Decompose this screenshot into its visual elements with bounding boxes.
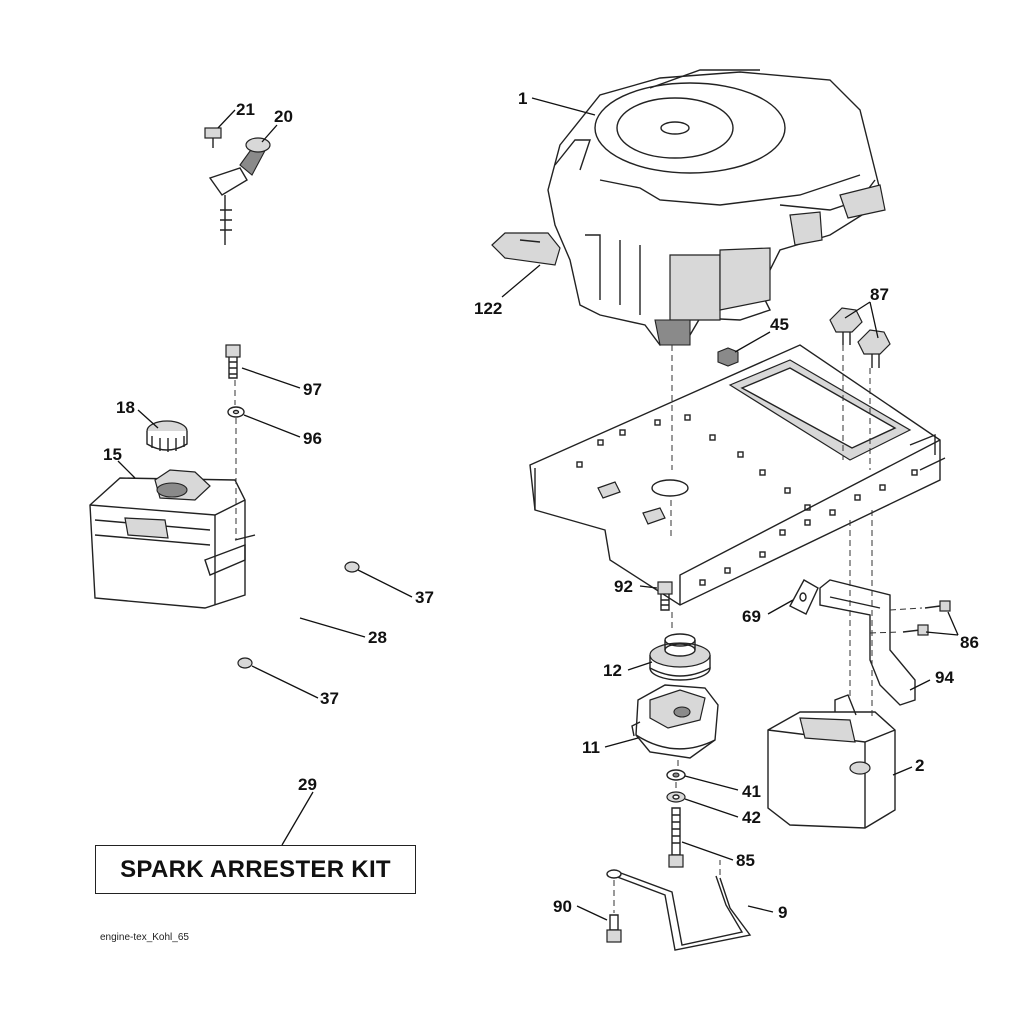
callout-2: 2 [915, 756, 924, 775]
callout-96: 96 [303, 429, 322, 448]
callout-41: 41 [742, 782, 761, 801]
fuel-line-part [249, 566, 354, 662]
muffler-bracket-rod-part [606, 869, 752, 951]
pulley-part [649, 633, 711, 681]
callout-20: 20 [274, 107, 293, 126]
exhaust-pipe-part [819, 579, 916, 706]
callout-9: 9 [778, 903, 787, 922]
chassis-frame-part [529, 344, 946, 606]
engine-part [547, 69, 886, 346]
throttle-control-part [204, 127, 271, 245]
callout-18: 18 [116, 398, 135, 417]
callout-1: 1 [518, 89, 527, 108]
assembly-lines [234, 345, 923, 913]
callout-15: 15 [103, 445, 122, 464]
callout-28: 28 [368, 628, 387, 647]
callout-85: 85 [736, 851, 755, 870]
callout-122: 122 [474, 299, 502, 318]
callout-42: 42 [742, 808, 761, 827]
fuel-tank-part [89, 469, 256, 609]
callout-92: 92 [614, 577, 633, 596]
pto-clutch-part [631, 684, 719, 759]
callout-numbers: 1 21 20 122 45 87 97 18 96 15 92 37 69 2… [103, 89, 979, 922]
callout-86: 86 [960, 633, 979, 652]
muffler-part [767, 694, 896, 829]
callout-69: 69 [742, 607, 761, 626]
callout-29: 29 [298, 775, 317, 794]
callout-94: 94 [935, 668, 954, 687]
knob-87-part [829, 307, 891, 368]
bolt-90-part [606, 914, 622, 943]
callout-45: 45 [770, 315, 789, 334]
callout-90: 90 [553, 897, 572, 916]
fuel-cap-part [146, 420, 188, 452]
screw-97-part [225, 344, 241, 379]
bolt-85-part [668, 807, 684, 868]
callout-87: 87 [870, 285, 889, 304]
hose-clamp-lower-part [237, 657, 253, 669]
callout-37-lower: 37 [320, 689, 339, 708]
screw-86-part [902, 600, 951, 636]
leader-lines [117, 97, 959, 921]
exhaust-shield-part [491, 232, 561, 266]
spark-arrester-kit-label: SPARK ARRESTER KIT [120, 855, 391, 883]
callout-37-upper: 37 [415, 588, 434, 607]
diagram-code-footer: engine-tex_Kohl_65 [100, 932, 189, 943]
nut-45-part [717, 347, 739, 367]
hose-clamp-upper-part [344, 561, 360, 573]
washer-96-part [227, 406, 245, 418]
spark-arrester-kit-box: SPARK ARRESTER KIT [95, 845, 416, 894]
gasket-69-part [789, 579, 819, 615]
bolt-92-part [657, 581, 673, 611]
callout-97: 97 [303, 380, 322, 399]
callout-21: 21 [236, 100, 255, 119]
callout-11: 11 [582, 738, 600, 757]
callout-12: 12 [603, 661, 622, 680]
